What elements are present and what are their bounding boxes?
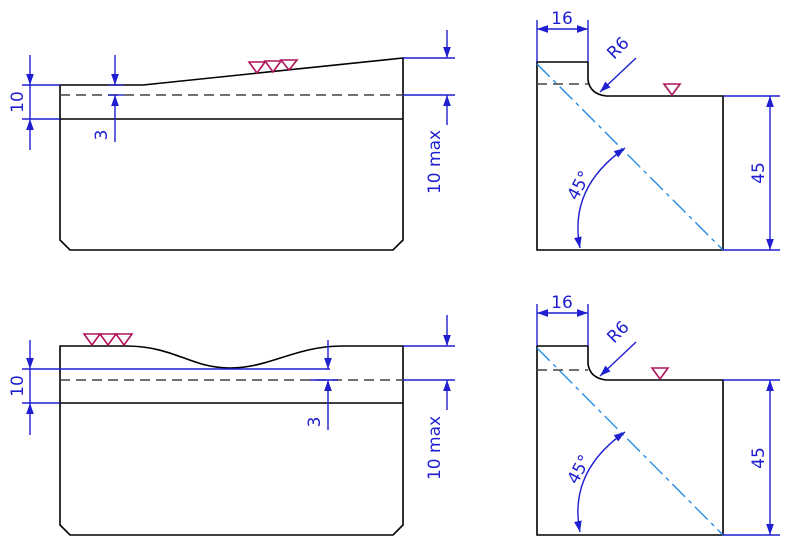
dimension-radius: R6 [599, 317, 637, 377]
dimension-depth: 3 [92, 55, 124, 142]
dimension-width: 16 [536, 9, 589, 62]
part-outline [59, 345, 404, 536]
dimension-width-label: 16 [551, 9, 573, 29]
triple-triangle-finish-symbol [82, 333, 134, 347]
part-outline [536, 61, 724, 251]
dimension-max: 10 max [403, 30, 455, 194]
dimension-radius: R6 [599, 33, 637, 93]
center-line [536, 347, 724, 536]
view-top-right: 16 R6 45 45° [536, 9, 780, 251]
single-triangle-finish-symbol [662, 83, 682, 97]
dimension-max: 10 max [403, 315, 455, 480]
dimension-height: 10 [8, 55, 60, 150]
dimension-height: 45 [723, 95, 780, 251]
center-line [536, 63, 724, 251]
dimension-height: 45 [723, 379, 780, 536]
dimension-height: 10 [8, 340, 330, 435]
dimension-radius-label: R6 [603, 317, 633, 347]
triple-triangle-finish-symbol [247, 59, 299, 75]
dimension-angle: 45° [564, 431, 626, 533]
single-triangle-finish-symbol [650, 367, 670, 381]
dimension-height-label: 45 [749, 162, 769, 184]
dimension-height-label: 10 [8, 375, 28, 397]
dimension-radius-label: R6 [603, 33, 633, 63]
dimension-angle-label: 45° [564, 168, 596, 204]
dimension-angle: 45° [564, 147, 626, 249]
view-top-left: 10 3 10 max [8, 30, 455, 251]
part-outline [59, 57, 404, 251]
dimension-width-label: 16 [551, 293, 573, 313]
dimension-depth-label: 3 [305, 417, 325, 428]
view-bottom-right: 16 R6 45 45° [536, 293, 780, 536]
dimension-depth: 3 [305, 340, 338, 430]
dimension-angle-label: 45° [564, 452, 596, 488]
dimension-height-label: 10 [8, 91, 28, 113]
dimension-width: 16 [536, 293, 589, 346]
dimension-height-label: 45 [749, 447, 769, 469]
view-bottom-left: 10 3 10 max [8, 315, 455, 536]
dimension-max-label: 10 max [425, 416, 445, 480]
dimension-depth-label: 3 [92, 130, 112, 141]
dimension-max-label: 10 max [425, 130, 445, 194]
part-outline [536, 345, 724, 536]
